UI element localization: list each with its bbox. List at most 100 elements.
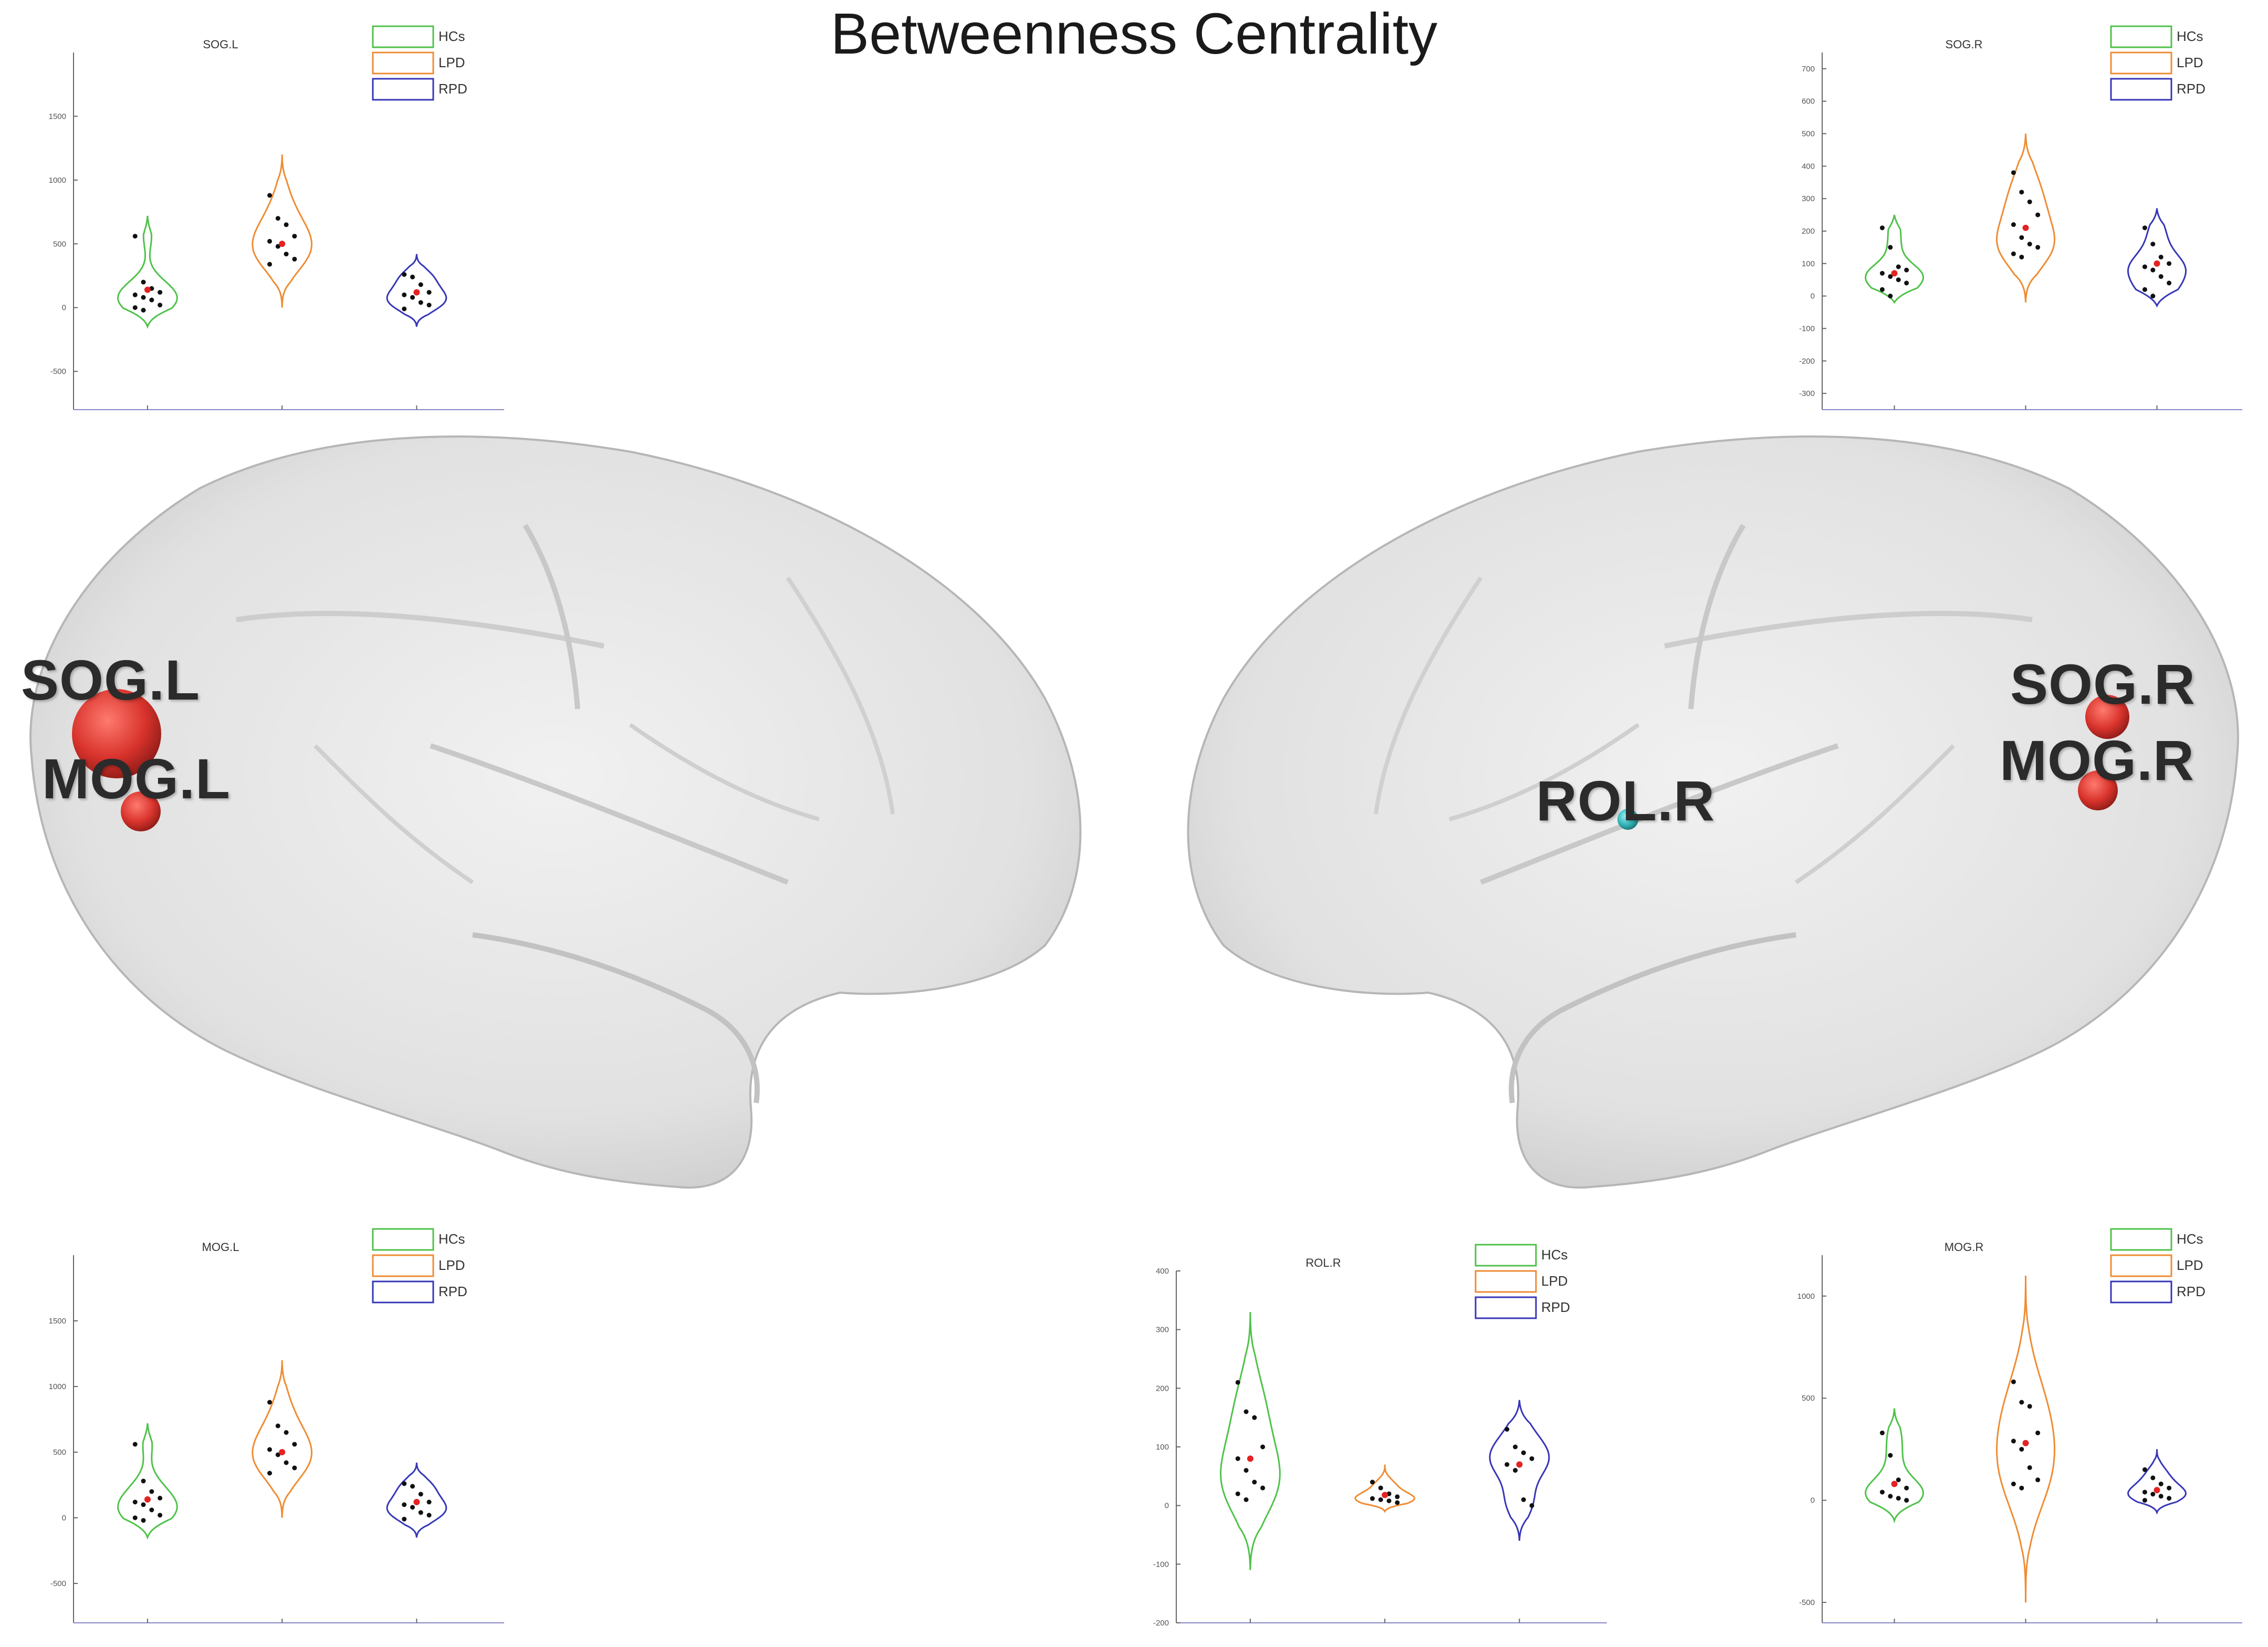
y-tick-label: 1500	[49, 112, 66, 121]
data-point-lpd	[1378, 1485, 1383, 1490]
legend-label-lpd: LPD	[1541, 1273, 1568, 1289]
violin-rpd	[386, 1462, 447, 1538]
data-point-hcs	[1896, 1496, 1901, 1501]
mean-marker-lpd	[279, 241, 286, 247]
data-point-rpd	[402, 1517, 407, 1521]
data-point-rpd	[402, 292, 407, 297]
data-point-lpd	[2019, 235, 2024, 240]
y-tick-label: 300	[1802, 194, 1815, 203]
data-point-rpd	[2158, 1494, 2164, 1499]
data-point-rpd	[410, 295, 415, 300]
data-point-hcs	[132, 305, 138, 310]
chart-title: ROL.R	[1305, 1256, 1341, 1269]
legend-swatch-lpd	[372, 51, 434, 75]
data-point-hcs	[1904, 280, 1909, 286]
legend-label-rpd: RPD	[2177, 81, 2206, 97]
chart-title: MOG.L	[202, 1241, 239, 1254]
data-point-lpd	[2035, 1477, 2041, 1483]
data-point-hcs	[1888, 274, 1893, 279]
right-hemisphere	[1187, 435, 2239, 1189]
data-point-lpd	[275, 216, 280, 221]
data-point-hcs	[149, 1507, 154, 1513]
legend-label-rpd: RPD	[438, 81, 467, 97]
data-point-hcs	[132, 234, 138, 239]
legend-label-hcs: HCs	[2177, 28, 2203, 44]
data-point-hcs	[1904, 267, 1909, 273]
data-point-rpd	[426, 1499, 432, 1505]
y-tick-label: 1500	[49, 1317, 66, 1326]
y-tick-label: 0	[1811, 292, 1815, 301]
data-point-hcs	[132, 1442, 138, 1447]
mean-marker-rpd	[1516, 1461, 1523, 1468]
legend-label-rpd: RPD	[2177, 1284, 2206, 1299]
data-point-hcs	[141, 1478, 146, 1484]
violin-hcs	[1220, 1312, 1281, 1570]
data-point-hcs	[1896, 277, 1901, 283]
data-point-rpd	[2150, 294, 2156, 299]
y-tick-label: 1000	[49, 1382, 66, 1391]
label-mog-r: MOG.R	[2000, 728, 2194, 792]
y-tick-label: 500	[1802, 130, 1815, 139]
data-point-hcs	[1252, 1415, 1257, 1420]
data-point-lpd	[275, 1423, 280, 1429]
data-point-hcs	[141, 308, 146, 313]
y-tick-label: 700	[1802, 65, 1815, 74]
data-point-lpd	[2019, 1400, 2024, 1405]
data-point-lpd	[1395, 1494, 1400, 1499]
data-point-rpd	[2158, 254, 2164, 259]
data-point-rpd	[2150, 1475, 2156, 1481]
data-point-lpd	[267, 262, 273, 267]
data-point-rpd	[2158, 274, 2164, 279]
data-point-lpd	[267, 1447, 273, 1452]
legend-swatch-hcs	[1475, 1244, 1537, 1267]
data-point-rpd	[402, 306, 407, 311]
data-point-hcs	[132, 292, 138, 297]
data-point-lpd	[2027, 1465, 2032, 1470]
y-tick-label: 1000	[49, 176, 66, 185]
legend-swatch-hcs	[2110, 1228, 2172, 1251]
data-point-lpd	[284, 1430, 289, 1435]
data-point-hcs	[141, 1518, 146, 1523]
data-point-lpd	[1378, 1497, 1383, 1502]
mean-marker-rpd	[2154, 1487, 2160, 1494]
mean-marker-hcs	[144, 286, 151, 293]
legend-swatch-hcs	[372, 1228, 434, 1251]
data-point-hcs	[1243, 1409, 1249, 1414]
y-tick-label: 500	[53, 239, 66, 248]
data-point-lpd	[275, 1452, 280, 1457]
legend-label-lpd: LPD	[2177, 55, 2203, 70]
data-point-rpd	[1504, 1427, 1510, 1432]
data-point-lpd	[2035, 1430, 2041, 1435]
data-point-lpd	[267, 193, 273, 198]
data-point-hcs	[1879, 1489, 1885, 1495]
node-rol-r	[1617, 809, 1638, 830]
violin-hcs	[117, 215, 178, 329]
data-point-rpd	[2158, 1482, 2164, 1487]
data-point-rpd	[1504, 1462, 1510, 1467]
label-mog-l: MOG.L	[42, 747, 231, 810]
y-tick-label: 600	[1802, 97, 1815, 106]
legend-swatch-rpd	[1475, 1296, 1537, 1319]
chart-title: MOG.R	[1945, 1241, 1984, 1254]
data-point-lpd	[2011, 1482, 2016, 1487]
data-point-rpd	[2167, 1496, 2172, 1501]
data-point-hcs	[1243, 1497, 1249, 1502]
label-sog-l: SOG.L	[21, 648, 201, 712]
data-point-rpd	[426, 290, 432, 295]
mean-marker-hcs	[1247, 1455, 1253, 1462]
data-point-lpd	[1395, 1500, 1400, 1505]
mean-marker-lpd	[1382, 1492, 1388, 1498]
y-tick-label: -500	[50, 367, 66, 376]
data-point-rpd	[410, 1505, 415, 1510]
data-point-lpd	[292, 234, 297, 239]
data-point-rpd	[410, 274, 415, 279]
data-point-lpd	[292, 1442, 297, 1447]
data-point-rpd	[418, 300, 423, 305]
violin-lpd	[1995, 1275, 2056, 1603]
data-point-rpd	[1529, 1456, 1534, 1461]
y-tick-label: 300	[1156, 1326, 1169, 1335]
y-tick-label: 1000	[1797, 1292, 1815, 1301]
data-point-lpd	[2011, 1438, 2016, 1444]
data-point-rpd	[418, 282, 423, 287]
